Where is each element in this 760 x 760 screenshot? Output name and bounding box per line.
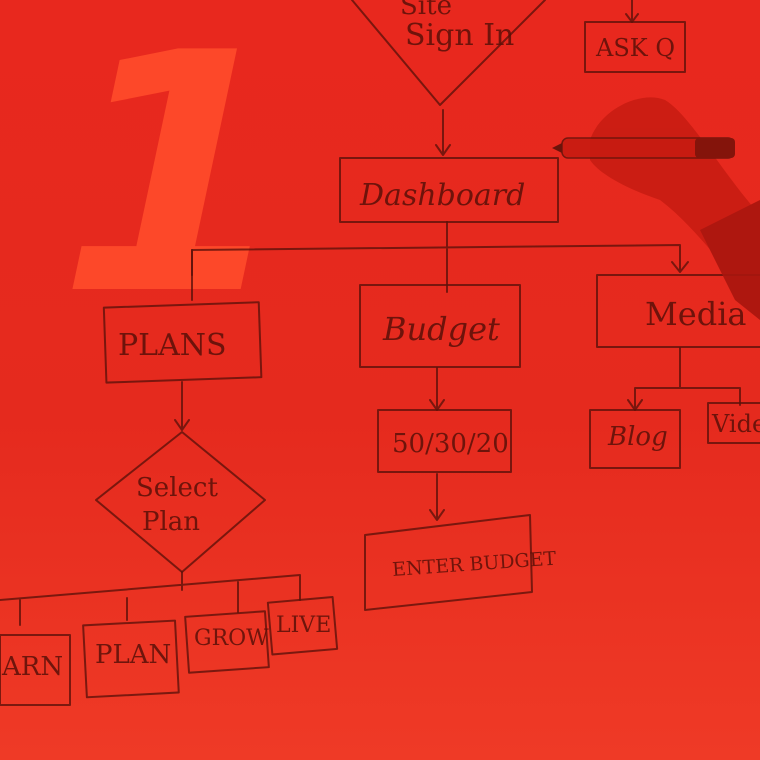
enter-budget-arrow <box>429 473 445 521</box>
video-box <box>707 402 760 444</box>
learn-text: ARN <box>1 652 63 682</box>
ratio-text: 50/30/20 <box>392 429 509 459</box>
dashboard-box <box>339 157 559 223</box>
plans-text: PLANS <box>118 328 227 363</box>
learn-box <box>0 634 71 706</box>
plans-box <box>102 301 263 384</box>
grow-box <box>184 610 270 674</box>
select-plan-arrow <box>174 381 190 431</box>
plan-text: PLAN <box>95 640 171 670</box>
sign-in-text: Sign In <box>405 18 514 53</box>
blog-text: Blog <box>607 422 668 452</box>
select-plan-line1: Select <box>136 473 218 503</box>
live-box <box>266 596 339 656</box>
video-text: Video <box>711 410 760 438</box>
ask-q-box <box>584 21 686 73</box>
sign-in-top-text: Site <box>400 0 452 21</box>
budget-text: Budget <box>382 310 500 348</box>
dashboard-text: Dashboard <box>359 178 525 213</box>
ask-q-arrow <box>625 0 639 23</box>
media-text: Media <box>645 295 747 333</box>
enter-budget-box <box>364 514 533 611</box>
budget-box <box>359 284 521 368</box>
dashboard-arrow <box>435 109 451 156</box>
ratio-arrow <box>429 367 445 411</box>
live-text: LIVE <box>276 613 331 638</box>
sign-in-diamond <box>351 0 546 106</box>
plan-box <box>82 619 180 699</box>
plan-options-branches <box>0 571 301 626</box>
branch-line <box>191 221 689 293</box>
media-box <box>596 274 760 348</box>
select-plan-line2: Plan <box>142 507 200 537</box>
blog-box <box>589 409 681 469</box>
ask-q-text: ASK Q <box>595 34 675 62</box>
ratio-box <box>377 409 512 473</box>
media-branches <box>627 347 741 411</box>
hand-with-marker <box>552 97 760 320</box>
grow-text: GROW <box>194 626 269 651</box>
